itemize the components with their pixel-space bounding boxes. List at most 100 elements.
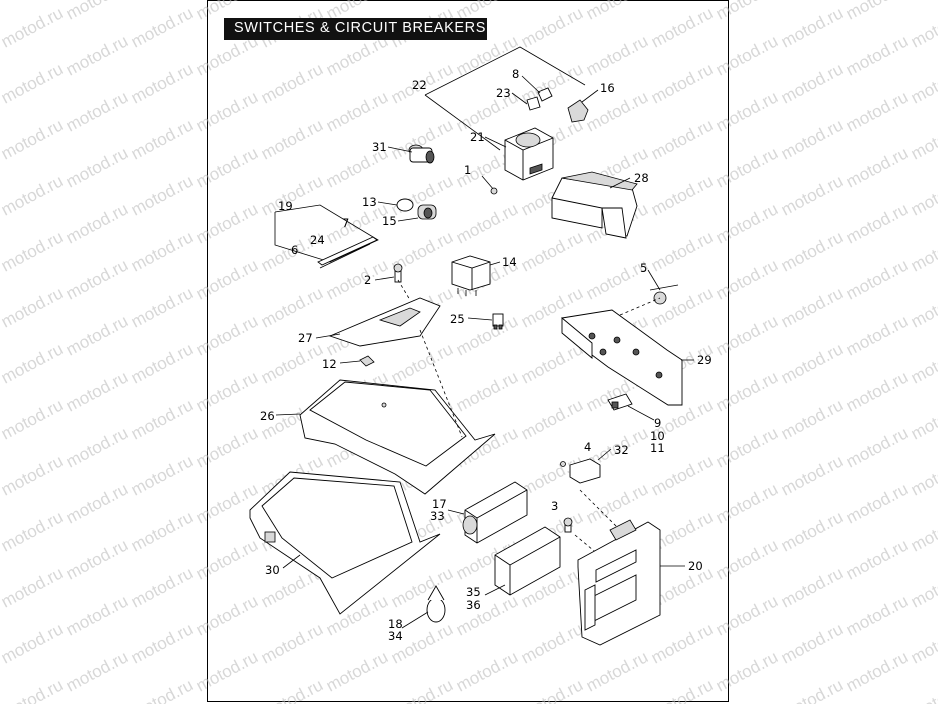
- watermark-text: motod.ru: [713, 367, 781, 415]
- watermark-text: motod.ru: [778, 171, 846, 219]
- watermark-text: motod.ru: [193, 367, 261, 415]
- watermark-text: motod.ru: [63, 647, 131, 695]
- watermark-text: motod.ru: [388, 339, 456, 387]
- watermark-text: motod.ru: [778, 227, 846, 275]
- watermark-text: motod.ru: [323, 647, 391, 695]
- part-21-icon: [504, 127, 554, 181]
- watermark-text: motod.ru: [778, 451, 846, 499]
- watermark-text: motod.ru: [193, 591, 261, 639]
- watermark-text: motod.ru: [908, 675, 938, 704]
- callout-2: 2: [364, 273, 371, 287]
- watermark-text: motod.ru: [908, 3, 938, 51]
- part-1-icon: [481, 175, 498, 195]
- watermark-text: motod.ru: [713, 647, 781, 695]
- part-5-icon: [619, 284, 679, 316]
- callout-28: 28: [634, 171, 649, 185]
- callout-7: 7: [342, 216, 349, 230]
- watermark-text: motod.ru: [908, 563, 938, 611]
- watermark-text: motod.ru: [778, 395, 846, 443]
- diagram-title: SWITCHES & CIRCUIT BREAKERS: [224, 18, 487, 40]
- watermark-text: motod.ru: [258, 619, 326, 667]
- watermark-text: motod.ru: [258, 115, 326, 163]
- watermark-text: motod.ru: [908, 115, 938, 163]
- callout-26: 26: [260, 409, 275, 423]
- watermark-text: motod.ru: [648, 619, 716, 667]
- part-4-icon: [560, 461, 566, 467]
- watermark-text: motod.ru: [843, 143, 911, 191]
- watermark-text: motod.ru: [713, 479, 781, 527]
- callout-labels: 22 8 23 16 21 31 1 28 13 15 19 7 6 24 14…: [260, 67, 712, 643]
- callout-17: 17: [432, 497, 447, 511]
- watermark-text: motod.ru: [258, 283, 326, 331]
- watermark-text: motod.ru: [63, 311, 131, 359]
- part-25-icon: [492, 313, 504, 330]
- watermark-text: motod.ru: [908, 59, 938, 107]
- watermark-text: motod.ru: [778, 59, 846, 107]
- watermark-text: motod.ru: [323, 199, 391, 247]
- watermark-text: motod.ru: [128, 675, 196, 704]
- callout-31: 31: [372, 140, 387, 154]
- callout-32: 32: [614, 443, 629, 457]
- part-35-icon: [494, 526, 561, 596]
- watermark-text: motod.ru: [0, 59, 66, 107]
- watermark-text: motod.ru: [713, 311, 781, 359]
- watermark-text: motod.ru: [648, 115, 716, 163]
- watermark-text: motod.ru: [63, 535, 131, 583]
- watermark-text: motod.ru: [193, 255, 261, 303]
- watermark-text: motod.ru: [778, 115, 846, 163]
- watermark-text: motod.ru: [258, 675, 326, 704]
- watermark-text: motod.ru: [518, 227, 586, 275]
- watermark-text: motod.ru: [193, 143, 261, 191]
- watermark-text: motod.ru: [778, 3, 846, 51]
- watermark-text: motod.ru: [0, 3, 66, 51]
- parts-drawing: [249, 46, 683, 646]
- watermark-text: motod.ru: [778, 619, 846, 667]
- callout-11: 11: [650, 441, 665, 455]
- watermark-text: motod.ru: [778, 283, 846, 331]
- watermark-text: motod.ru: [453, 367, 521, 415]
- callout-27: 27: [298, 331, 313, 345]
- watermark-text: motod.ru: [843, 255, 911, 303]
- watermark-text: motod.ru: [128, 339, 196, 387]
- part-27-icon: [328, 279, 441, 347]
- watermark-text: motod.ru: [843, 87, 911, 135]
- watermark-text: motod.ru: [0, 283, 66, 331]
- watermark-text: motod.ru: [908, 451, 938, 499]
- watermark-text: motod.ru: [778, 563, 846, 611]
- watermark-text: motod.ru: [128, 395, 196, 443]
- callout-9: 9: [654, 416, 661, 430]
- watermark-text: motod.ru: [0, 0, 1, 24]
- watermark-text: motod.ru: [908, 395, 938, 443]
- watermark-text: motod.ru: [128, 563, 196, 611]
- watermark-text: motod.ru: [63, 143, 131, 191]
- callout-36: 36: [466, 598, 481, 612]
- part-20-icon: [577, 519, 661, 646]
- part-15-icon: [417, 204, 437, 220]
- watermark-text: motod.ru: [128, 451, 196, 499]
- callout-24: 24: [310, 233, 325, 247]
- watermark-text: motod.ru: [128, 59, 196, 107]
- watermark-text: motod.ru: [583, 647, 651, 695]
- watermark-text: motod.ru: [648, 451, 716, 499]
- watermark-text: motod.ru: [453, 87, 521, 135]
- watermark-text: motod.ru: [843, 0, 911, 24]
- part-28-icon: [551, 171, 638, 239]
- watermark-text: motod.ru: [0, 227, 66, 275]
- watermark-text: motod.ru: [908, 619, 938, 667]
- callout-19: 19: [278, 199, 293, 213]
- watermark-text: motod.ru: [648, 171, 716, 219]
- part-23-icon: [526, 96, 541, 111]
- watermark-text: motod.ru: [258, 339, 326, 387]
- watermark-text: motod.ru: [713, 535, 781, 583]
- watermark-text: motod.ru: [128, 171, 196, 219]
- watermark-text: motod.ru: [713, 591, 781, 639]
- callout-15: 15: [382, 214, 397, 228]
- watermark-text: motod.ru: [843, 647, 911, 695]
- watermark-text: motod.ru: [128, 115, 196, 163]
- callout-13: 13: [362, 195, 377, 209]
- watermark-text: motod.ru: [0, 675, 66, 704]
- callout-23: 23: [496, 86, 511, 100]
- watermark-text: motod.ru: [843, 591, 911, 639]
- watermark-text: motod.ru: [193, 87, 261, 135]
